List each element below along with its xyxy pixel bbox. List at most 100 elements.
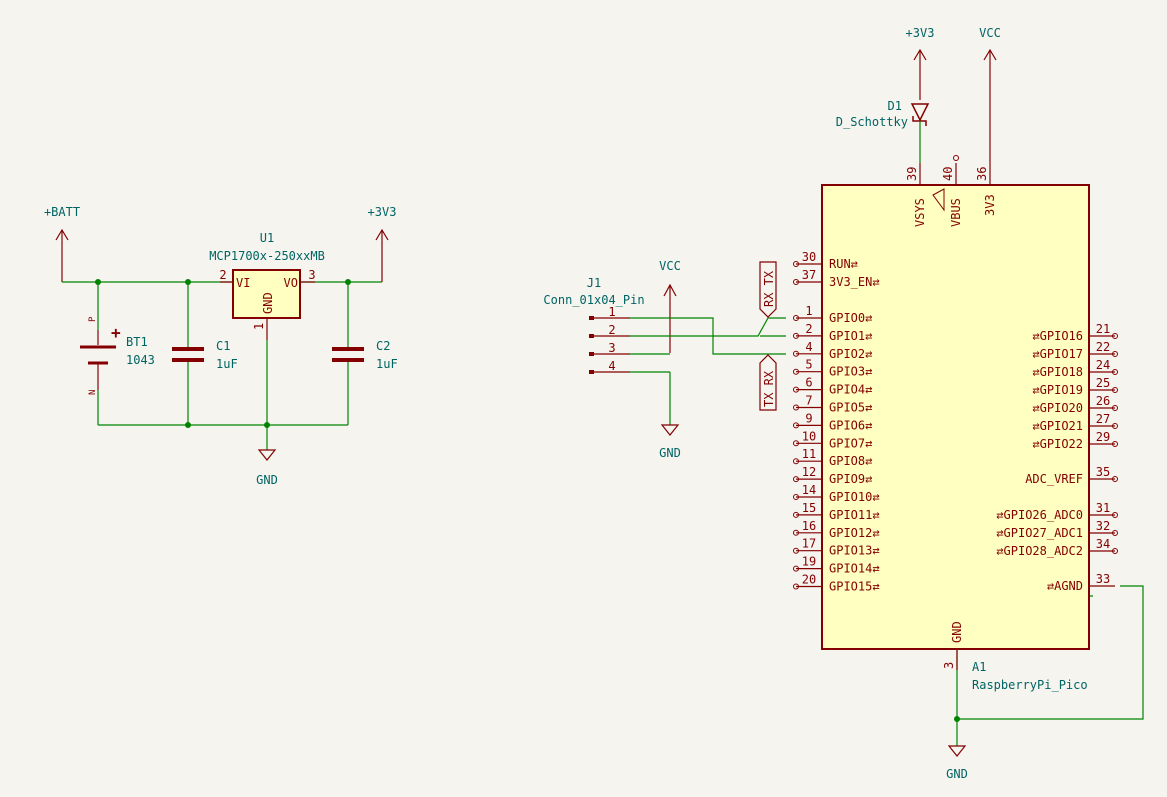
pico-pin-label: ADC_VREF: [1025, 472, 1083, 486]
pico-pin-num: 21: [1096, 322, 1110, 336]
c2-capacitor[interactable]: C2 1uF: [332, 339, 398, 371]
pico-pin-label: GPIO13⇄: [829, 544, 880, 558]
pico-pin-label: GPIO8⇄: [829, 454, 872, 468]
pico-module[interactable]: 39 40 36 VSYS VBUS 3V3 GND 3 A1 Raspberr…: [821, 155, 1090, 693]
bt1-battery[interactable]: + P N BT1 1043: [80, 316, 155, 395]
bt1-ref: BT1: [126, 335, 148, 349]
pico-pin-num: 10: [802, 429, 816, 443]
pico-pin-num: 30: [802, 250, 816, 264]
pico-pin-num: 6: [805, 376, 812, 390]
pico-pin-num: 35: [1096, 465, 1110, 479]
u1-regulator[interactable]: U1 MCP1700x-250xxMB VI VO GND 2 3 1: [209, 231, 325, 340]
pico-pin-label: GPIO6⇄: [829, 418, 872, 432]
pico-top-pin-36-num: 36: [975, 167, 989, 181]
j1-pin4-num: 4: [608, 359, 615, 373]
pico-pin-num: 12: [802, 465, 816, 479]
pico-pin-label: ⇄GPIO20: [1032, 401, 1083, 415]
c1-capacitor[interactable]: C1 1uF: [172, 339, 238, 371]
power-batt-symbol[interactable]: +BATT: [44, 205, 80, 282]
pico-pin-label: GPIO11⇄: [829, 508, 880, 522]
pico-pin-gpio19[interactable]: 25 ⇄GPIO19: [1032, 376, 1118, 397]
pico-pin-label: ⇄GPIO21: [1032, 419, 1083, 433]
pico-pin-num: 11: [802, 447, 816, 461]
u1-pin2-num: 2: [219, 268, 226, 282]
pico-pin-num: 25: [1096, 376, 1110, 390]
pico-top-pin-3v3: 3V3: [983, 194, 997, 216]
pico-pin-num: 5: [805, 358, 812, 372]
pico-top-pin-39-num: 39: [905, 167, 919, 181]
pico-pin-label: GPIO10⇄: [829, 490, 880, 504]
pico-pin-label: ⇄GPIO19: [1032, 383, 1083, 397]
pico-pin-num: 34: [1096, 537, 1110, 551]
j1-pin1-num: 1: [608, 305, 615, 319]
pico-pin-gpio27_adc1[interactable]: 32⇄GPIO27_ADC1: [996, 519, 1118, 540]
pico-pin-gpio17[interactable]: 22⇄GPIO17: [1032, 340, 1118, 361]
power-vcc-label-right: VCC: [979, 26, 1001, 40]
pico-pin-agnd[interactable]: 33⇄AGND: [1047, 572, 1115, 593]
pico-pin-gpio22[interactable]: 29⇄GPIO22: [1032, 430, 1118, 451]
d1-schottky[interactable]: D1 D_Schottky: [836, 99, 930, 163]
pico-pin-gpio28_adc2[interactable]: 34⇄GPIO28_ADC2: [996, 537, 1118, 558]
d1-ref: D1: [888, 99, 902, 113]
power-batt-label: +BATT: [44, 205, 80, 219]
pico-pin-num: 2: [805, 322, 812, 336]
pico-pin-gpio21[interactable]: 27⇄GPIO21: [1032, 412, 1118, 433]
power-vcc-symbol-mid[interactable]: VCC: [659, 259, 681, 353]
power-3v3-symbol-right[interactable]: +3V3: [906, 26, 935, 100]
pico-section: +3V3 VCC D1 D_Schottky: [793, 26, 1144, 781]
gnd-label-mid: GND: [659, 446, 681, 460]
power-vcc-symbol-right[interactable]: VCC: [979, 26, 1001, 163]
gnd-symbol-right[interactable]: GND: [946, 745, 968, 781]
pico-pin-gpio18[interactable]: 24⇄GPIO18: [1032, 358, 1118, 379]
pico-pin-label: GPIO15⇄: [829, 580, 880, 594]
pico-pin-num: 16: [802, 519, 816, 533]
pico-pin-label: GPIO5⇄: [829, 401, 872, 415]
pico-bottom-pin-num: 3: [942, 662, 956, 669]
pico-top-pin-40-num: 40: [941, 167, 955, 181]
pico-pin-label: GPIO7⇄: [829, 436, 872, 450]
pico-pin-num: 15: [802, 501, 816, 515]
pico-pin-gpio20[interactable]: 26⇄GPIO20: [1032, 394, 1118, 415]
pico-pin-gpio26_adc0[interactable]: 31⇄GPIO26_ADC0: [996, 501, 1118, 522]
gnd-symbol-mid[interactable]: GND: [659, 372, 681, 460]
pico-pin-num: 9: [805, 411, 812, 425]
regulator-section: +BATT +3V3: [44, 205, 398, 487]
pico-pin-num: 19: [802, 555, 816, 569]
uart-wires: [630, 317, 786, 373]
pico-pin-label: ⇄GPIO18: [1032, 365, 1083, 379]
pico-pin-gpio16[interactable]: 21⇄GPIO16: [1032, 322, 1118, 343]
power-3v3-symbol-left[interactable]: +3V3: [368, 205, 397, 282]
pico-pin-label: ⇄GPIO26_ADC0: [996, 508, 1083, 522]
pico-pin-label: GPIO2⇄: [829, 347, 872, 361]
pico-pin-label: ⇄GPIO17: [1032, 347, 1083, 361]
label-rx-tx[interactable]: RX_TX: [759, 261, 777, 318]
j1-connector[interactable]: J1 Conn_01x04_Pin 1 2 3 4: [543, 276, 645, 374]
pico-pin-num: 7: [805, 394, 812, 408]
label-tx-rx-text: TX_RX: [762, 370, 776, 407]
label-tx-rx[interactable]: TX_RX: [759, 354, 777, 411]
gnd-symbol-left[interactable]: GND: [256, 449, 278, 487]
pico-pin-num: 17: [802, 537, 816, 551]
u1-ref: U1: [260, 231, 274, 245]
